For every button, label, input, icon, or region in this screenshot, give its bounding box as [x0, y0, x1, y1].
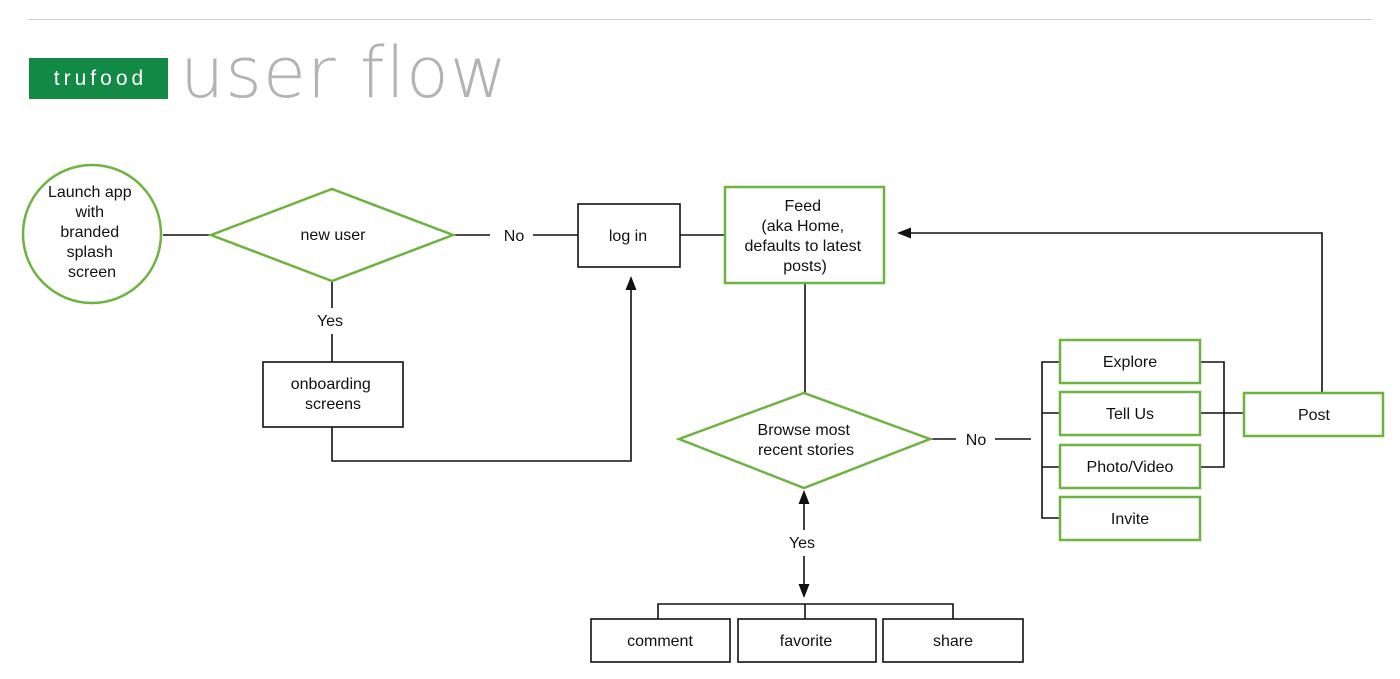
node-text: log in	[609, 228, 647, 245]
node-new-user-decision: new user	[207, 187, 457, 283]
node-log-in: log in	[577, 203, 681, 268]
page-title: user flow	[180, 32, 509, 114]
node-text: Browse most	[758, 422, 851, 439]
node-explore: Explore	[1058, 338, 1202, 385]
node-text: Tell Us	[1106, 406, 1154, 423]
node-text: Explore	[1103, 354, 1157, 371]
svg-text:Browse most recent stori: Browse most recent stories	[758, 422, 855, 459]
node-text: screen	[68, 264, 116, 281]
edge-label-newuser-no: No	[504, 228, 525, 245]
node-text: share	[933, 633, 973, 650]
svg-text:Explore: Explore	[1103, 354, 1157, 371]
node-comment: comment	[590, 618, 731, 663]
node-text: new user	[301, 227, 367, 244]
svg-text:new user: new user	[301, 227, 367, 244]
node-browse-decision: Browse most recent stories	[675, 391, 934, 490]
svg-text:Feed (aka Home, de: Feed (aka Home, defaults to latest posts…	[745, 198, 866, 275]
node-tell-us: Tell Us	[1058, 390, 1202, 437]
node-text: Feed	[785, 198, 821, 215]
node-text: Photo/Video	[1087, 459, 1174, 476]
node-favorite: favorite	[737, 618, 877, 663]
options-bracket-right	[1200, 361, 1225, 468]
node-text: splash	[67, 244, 113, 261]
node-text: screens	[305, 396, 361, 413]
connectors	[163, 227, 1323, 619]
edge-label-newuser-yes: Yes	[317, 313, 343, 330]
brand-logo: trufood	[29, 58, 168, 99]
node-text: Invite	[1111, 511, 1149, 528]
node-text: favorite	[780, 633, 833, 650]
svg-text:onboarding screens: onboarding screens	[291, 376, 376, 413]
svg-text:comment: comment	[627, 633, 693, 650]
node-text: branded	[60, 224, 119, 241]
node-text: recent stories	[758, 442, 854, 459]
node-photo-video: Photo/Video	[1058, 443, 1202, 490]
node-text: Launch app	[48, 184, 132, 201]
node-text: (aka Home,	[761, 218, 844, 235]
arrow-into-browse	[798, 490, 810, 504]
svg-text:favorite: favorite	[780, 633, 833, 650]
edge-label-browse-no: No	[966, 432, 987, 449]
node-invite: Invite	[1058, 495, 1202, 542]
node-share: share	[882, 618, 1024, 663]
edge-label-browse-yes: Yes	[789, 535, 815, 552]
edge-onboarding-login	[331, 289, 632, 462]
node-text: Post	[1298, 407, 1331, 424]
node-post: Post	[1242, 391, 1385, 438]
svg-text:Post: Post	[1298, 407, 1331, 424]
svg-text:Invite: Invite	[1111, 511, 1149, 528]
svg-text:Launch app with br: Launch app with branded splash screen	[48, 184, 136, 281]
node-launch-app: Launch app with branded splash screen	[21, 163, 163, 305]
node-text: defaults to latest	[745, 238, 862, 255]
options-bracket-left	[1041, 361, 1060, 519]
svg-text:Tell Us: Tell Us	[1106, 406, 1154, 423]
svg-text:log in: log in	[609, 228, 647, 245]
node-onboarding-screens: onboarding screens	[262, 361, 404, 428]
top-divider	[28, 19, 1372, 20]
node-text: comment	[627, 633, 693, 650]
node-text: onboarding	[291, 376, 371, 393]
arrow-into-login	[625, 276, 637, 290]
svg-text:share: share	[933, 633, 973, 650]
node-text: with	[75, 204, 104, 221]
node-feed: Feed (aka Home, defaults to latest posts…	[723, 185, 886, 285]
edge-post-feed	[910, 232, 1323, 393]
arrow-into-feed	[897, 227, 911, 239]
arrow-into-actions	[798, 584, 810, 598]
node-text: posts)	[783, 258, 827, 275]
svg-text:Photo/Video: Photo/Video	[1087, 459, 1174, 476]
